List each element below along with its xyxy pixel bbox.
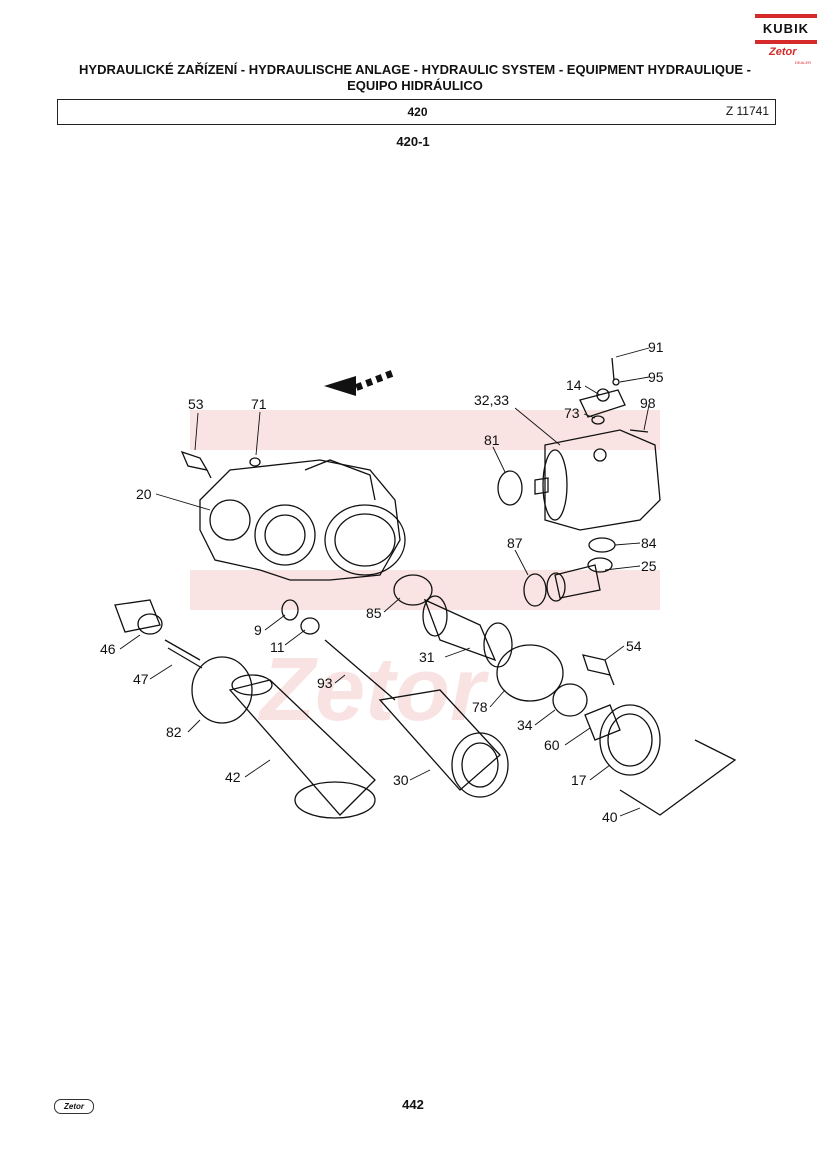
part-85-oring bbox=[393, 574, 433, 606]
part-34-oring bbox=[552, 683, 588, 717]
callout-11: 11 bbox=[270, 639, 285, 655]
callout-14: 14 bbox=[566, 377, 582, 393]
callout-42: 42 bbox=[225, 769, 241, 785]
callout-82: 82 bbox=[166, 724, 182, 740]
callout-98: 98 bbox=[640, 395, 656, 411]
part-14-flange bbox=[579, 388, 626, 418]
callout-20: 20 bbox=[136, 486, 152, 502]
part-42-filter-housing bbox=[228, 674, 376, 819]
part-98-screw bbox=[629, 429, 649, 433]
part-54-plug bbox=[582, 654, 615, 686]
svg-text:Zetor: Zetor bbox=[257, 640, 490, 740]
callout-17: 17 bbox=[571, 772, 587, 788]
part-17-filter-cap bbox=[599, 704, 661, 776]
part-91-bolt bbox=[611, 357, 615, 381]
part-25-elbow-pipe bbox=[546, 557, 613, 602]
callout-95: 95 bbox=[648, 369, 664, 385]
footer-zetor-logo: Zetor bbox=[54, 1099, 94, 1114]
logo-bar-bottom bbox=[755, 40, 817, 44]
part-95-washer bbox=[612, 378, 620, 386]
kubik-zetor-logo: KUBIK Zetor DEALER bbox=[755, 14, 817, 65]
watermark: Zetor bbox=[190, 410, 660, 740]
page-number: 442 bbox=[402, 1097, 424, 1112]
group-code: 420 bbox=[407, 105, 428, 119]
part-20-valve-housing bbox=[199, 459, 406, 581]
part-47-spring bbox=[164, 639, 203, 669]
callout-46: 46 bbox=[100, 641, 116, 657]
callout-85: 85 bbox=[366, 605, 382, 621]
callout-60: 60 bbox=[544, 737, 560, 753]
callout-labels: 91 95 14 98 53 71 32,33 73 81 20 84 87 2… bbox=[100, 339, 664, 825]
callout-54: 54 bbox=[626, 638, 642, 654]
page-title: HYDRAULICKÉ ZAŘÍZENÍ - HYDRAULISCHE ANLA… bbox=[40, 62, 790, 94]
callout-25: 25 bbox=[641, 558, 657, 574]
callout-71: 71 bbox=[251, 396, 267, 412]
title-line-2: EQUIPO HIDRÁULICO bbox=[347, 78, 483, 93]
part-32-33-hydraulic-pump bbox=[534, 429, 661, 531]
part-82-oring bbox=[191, 656, 253, 724]
part-53-plug bbox=[180, 450, 212, 479]
callout-93: 93 bbox=[317, 675, 333, 691]
callout-81: 81 bbox=[484, 432, 500, 448]
callout-87: 87 bbox=[507, 535, 523, 551]
figure-number: 420-1 bbox=[396, 134, 430, 149]
callout-78: 78 bbox=[472, 699, 488, 715]
part-9-plug bbox=[281, 599, 299, 621]
part-30-filter-element bbox=[378, 689, 509, 798]
logo-sub-brand: Zetor bbox=[769, 46, 797, 58]
callout-91: 91 bbox=[648, 339, 664, 355]
callout-53: 53 bbox=[188, 396, 204, 412]
logo-brand: KUBIK bbox=[762, 21, 810, 36]
part-71-oring bbox=[249, 457, 261, 467]
reference-number: Z 11741 bbox=[725, 104, 769, 118]
part-46-valve-spring bbox=[114, 599, 163, 635]
callout-40: 40 bbox=[602, 809, 618, 825]
group-header: 420 Z 11741 bbox=[57, 99, 776, 125]
callout-34: 34 bbox=[517, 717, 533, 733]
part-60-connector bbox=[584, 704, 621, 741]
logo-sub-text: DEALER bbox=[795, 60, 812, 65]
part-40-handle bbox=[619, 739, 737, 816]
part-73-oring bbox=[591, 415, 605, 425]
direction-arrow bbox=[324, 370, 394, 396]
leader-lines bbox=[119, 347, 650, 817]
part-93-rod bbox=[324, 639, 396, 701]
title-line-1: HYDRAULICKÉ ZAŘÍZENÍ - HYDRAULISCHE ANLA… bbox=[79, 62, 751, 77]
callout-9: 9 bbox=[254, 622, 262, 638]
part-87-oring bbox=[523, 573, 547, 607]
part-84-oring bbox=[588, 537, 616, 553]
callout-73: 73 bbox=[564, 405, 580, 421]
part-11-oring bbox=[300, 617, 320, 635]
callout-32-33: 32,33 bbox=[474, 392, 509, 408]
callout-84: 84 bbox=[641, 535, 657, 551]
callout-31: 31 bbox=[419, 649, 435, 665]
part-78-oring bbox=[496, 644, 564, 702]
logo-bar-top bbox=[755, 14, 817, 18]
callout-47: 47 bbox=[133, 671, 149, 687]
part-81-oring bbox=[497, 470, 523, 506]
callout-30: 30 bbox=[393, 772, 409, 788]
